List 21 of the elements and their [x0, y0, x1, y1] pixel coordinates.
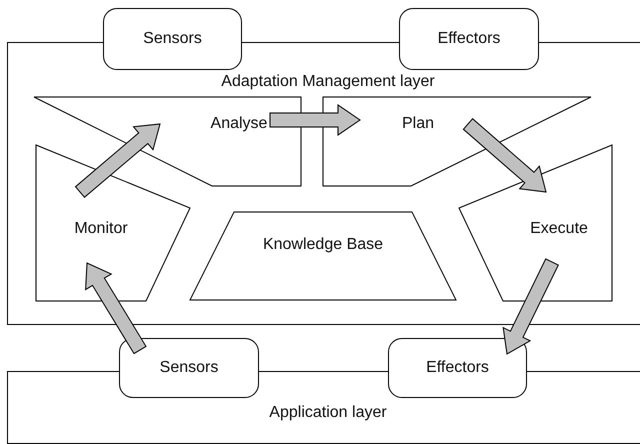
- block-arrow: [462, 118, 547, 193]
- shape-label: Execute: [529, 220, 589, 238]
- box-label: Sensors: [160, 359, 218, 377]
- block-arrow: [270, 104, 361, 136]
- box-label: Effectors: [426, 359, 489, 377]
- process-box: [388, 338, 527, 398]
- layer-panel: [7, 42, 640, 325]
- block-arrow: [85, 262, 147, 354]
- process-box: [119, 338, 259, 398]
- process-box: [103, 8, 242, 70]
- shape-label: Knowledge Base: [262, 236, 384, 254]
- box-label: Sensors: [143, 30, 202, 48]
- shape-label: Analyse: [210, 115, 268, 133]
- block-arrow: [502, 258, 559, 355]
- block-arrow: [74, 123, 161, 198]
- layer-label: Adaptation Management layer: [220, 73, 436, 91]
- box-label: Effectors: [438, 30, 500, 48]
- shape-label: Plan: [400, 115, 436, 133]
- layer-label: Application layer: [268, 404, 388, 422]
- process-box: [399, 8, 539, 70]
- shape-label: Monitor: [73, 220, 129, 238]
